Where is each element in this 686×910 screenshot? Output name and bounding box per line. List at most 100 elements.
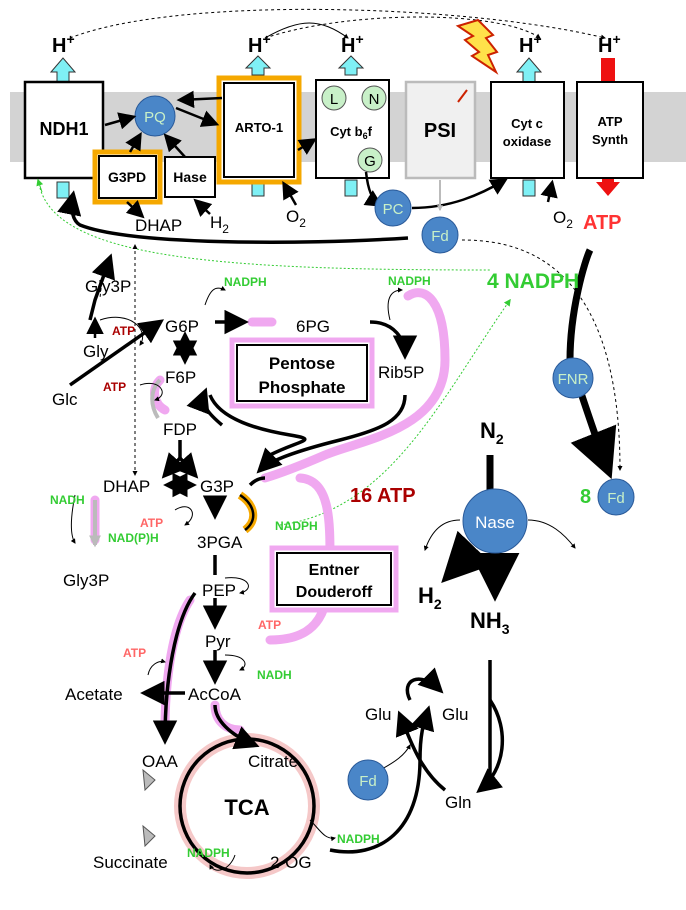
o2-to-cytc-arrow xyxy=(540,179,558,203)
light-bolt-tail xyxy=(457,89,468,103)
dhap-dashed xyxy=(99,269,104,299)
rib5p-to-g3p-arrow xyxy=(256,394,407,474)
nadh-gly3p-arrow xyxy=(70,494,76,544)
accoa-to-citrate-arrow xyxy=(213,704,260,750)
atp-pep-label: ATP xyxy=(258,618,281,632)
glu2-label: Glu xyxy=(442,705,468,724)
cytc-oxidase-line2: oxidase xyxy=(503,134,551,149)
proton-arc-dashed xyxy=(264,16,541,39)
nadph-4-label: 4 NADPH xyxy=(487,270,579,293)
site-n-label: N xyxy=(369,91,380,108)
cyan-up-arrow xyxy=(244,55,272,76)
accoa-label: AcCoA xyxy=(188,685,242,704)
proton-label: H+ xyxy=(52,31,75,57)
fnr-circle xyxy=(552,357,594,399)
gly-label: Gly xyxy=(83,342,109,361)
pq-to-arto-arrow xyxy=(175,106,220,127)
h2-to-hase-arrow xyxy=(193,198,213,217)
g3pd-to-pq-arrow xyxy=(125,131,142,153)
atp-synth-line1: ATP xyxy=(597,114,622,129)
g3pd-inner xyxy=(98,155,157,199)
glu-to-gln-arrow xyxy=(476,699,504,794)
fnr-label: FNR xyxy=(558,371,589,388)
g3p-connector xyxy=(248,476,266,487)
gly-atp-arrow xyxy=(99,316,145,346)
nase-circle xyxy=(462,488,528,554)
g3p-orange-arrow xyxy=(239,493,255,531)
pc-label: PC xyxy=(383,201,404,218)
nadph-h-label: NAD(P)H xyxy=(108,531,159,545)
atp-gly-label: ATP xyxy=(112,324,135,338)
nadph-dotted-arc xyxy=(39,187,491,271)
glu-cycle-arrow xyxy=(405,667,444,701)
ndh1-box xyxy=(23,80,105,180)
fdp-to-dhap-arrow xyxy=(161,452,188,479)
site-l-circle xyxy=(321,85,347,111)
site-g-circle xyxy=(357,147,383,173)
pyr-nadh-arrow xyxy=(224,654,246,671)
g6p-nadph-arrow xyxy=(204,285,226,306)
fdp-to-g3p-arrow xyxy=(172,452,199,479)
acetate-atp-arrow xyxy=(147,658,166,676)
o2-cytc-label: O2 xyxy=(553,208,573,231)
og2-to-glu-arrow xyxy=(329,705,435,854)
glu1-label: Glu xyxy=(365,705,391,724)
6pg-to-rib5p-arrow xyxy=(369,320,418,360)
to-f6p-arrow xyxy=(186,387,224,427)
proton-label: H+ xyxy=(248,31,271,57)
fd-lower-label: Fd xyxy=(359,773,377,790)
cyt-b6f-label: Cyt b6f xyxy=(330,124,373,141)
6pg-label: 6PG xyxy=(296,317,330,336)
cyan-stem xyxy=(344,179,358,197)
fd-circle xyxy=(421,216,459,254)
pep-label: PEP xyxy=(202,581,236,600)
site-g-label: G xyxy=(364,153,376,170)
glc-atp-arrow xyxy=(139,382,163,402)
ppp-highlight xyxy=(260,288,450,483)
nadph-3pga-label: NADPH xyxy=(275,519,318,533)
pentose-box xyxy=(236,344,368,402)
fd-glu-arrow xyxy=(379,744,411,771)
hase-to-pq-arrow xyxy=(163,133,186,158)
nase-atp-arrow xyxy=(423,519,461,551)
hase-label: Hase xyxy=(173,169,207,185)
fd-8-circle xyxy=(597,478,635,516)
g3p-label: G3P xyxy=(200,477,234,496)
light-bolt-icon xyxy=(455,18,499,75)
g3p-atp-arrow xyxy=(174,506,193,526)
gly3p-top-label: Gly3P xyxy=(85,277,131,296)
proton-arc-solid xyxy=(264,22,349,39)
proton-label: H+ xyxy=(519,31,542,57)
arto-to-b6f-arrow xyxy=(297,138,317,155)
gln-to-glu-arrow xyxy=(395,710,447,792)
hase-box xyxy=(164,156,216,198)
ed-line1: Entner xyxy=(309,562,360,579)
oaa-label: OAA xyxy=(142,752,179,771)
6pg-nadph-arrow xyxy=(387,287,403,321)
nase-fd-arrow xyxy=(527,519,576,549)
g6p-label: G6P xyxy=(165,317,199,336)
nadh-dhap-label: NADH xyxy=(50,493,85,507)
fnr-to-fd-arrow xyxy=(570,388,617,480)
pep-to-oaa-arrow xyxy=(152,591,197,745)
fd-8-number: 8 xyxy=(580,486,591,508)
pq-label: PQ xyxy=(144,109,166,126)
ed-line2: Douderoff xyxy=(296,584,373,601)
atp-synth-box xyxy=(576,81,644,179)
cyan-up-arrow xyxy=(515,57,543,86)
arto1-inner xyxy=(223,82,295,178)
tca-label: TCA xyxy=(224,795,269,820)
f6p-gray-arrow xyxy=(150,378,162,420)
gln-label: Gln xyxy=(445,793,471,812)
cyan-stem xyxy=(56,181,70,199)
pc-to-cytc-arrow xyxy=(411,178,509,210)
nadph-to-fnr-line xyxy=(566,248,594,361)
ed-to-nadph-arrow xyxy=(279,298,511,526)
pentose-line2: Phosphate xyxy=(259,378,346,397)
proton-arc-dashed xyxy=(69,8,606,40)
psi-label: PSI xyxy=(424,120,456,142)
rib5p-label: Rib5P xyxy=(378,363,424,382)
nadh-pyr-label: NADH xyxy=(257,668,292,682)
